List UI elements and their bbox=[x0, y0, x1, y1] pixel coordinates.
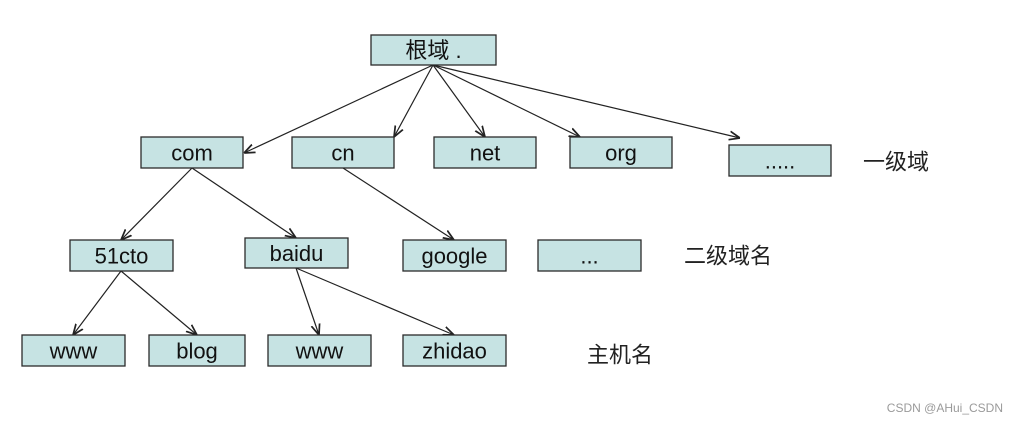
edge-root-to-tld-more bbox=[432, 64, 740, 138]
node-tld-more-label: ..... bbox=[765, 149, 796, 174]
node-baidu: baidu bbox=[244, 237, 349, 269]
edge-com-to-baidu bbox=[191, 167, 296, 238]
node-blog: blog bbox=[148, 334, 246, 367]
node-google-label: google bbox=[421, 244, 487, 269]
edge-com-to-c51cto bbox=[121, 167, 193, 240]
edge-c51cto-to-blog bbox=[120, 270, 197, 335]
nodes-layer: 根域 . com cn net org ..... 51cto baidu bbox=[21, 34, 832, 367]
node-org-label: org bbox=[605, 141, 637, 166]
node-net-label: net bbox=[470, 141, 501, 166]
edge-root-to-net bbox=[432, 64, 485, 137]
edge-c51cto-to-www-51cto bbox=[73, 270, 122, 335]
node-www-51cto-label: www bbox=[49, 339, 98, 364]
node-zhidao-label: zhidao bbox=[422, 339, 487, 364]
watermark: CSDN @AHui_CSDN bbox=[887, 401, 1003, 415]
node-sld-more: ... bbox=[537, 239, 642, 272]
node-net: net bbox=[433, 136, 537, 169]
node-blog-label: blog bbox=[176, 339, 218, 364]
edge-root-to-cn bbox=[394, 64, 434, 137]
node-www-baidu-label: www bbox=[295, 339, 344, 364]
node-root-label: 根域 . bbox=[405, 38, 461, 63]
edge-root-to-com bbox=[244, 64, 434, 153]
top-level-domain-label: 一级域 bbox=[863, 151, 929, 176]
node-baidu-label: baidu bbox=[270, 241, 324, 266]
edge-baidu-to-zhidao bbox=[295, 267, 454, 335]
node-51cto-label: 51cto bbox=[95, 244, 149, 269]
node-51cto: 51cto bbox=[69, 239, 174, 272]
edge-baidu-to-www-baidu bbox=[295, 267, 319, 335]
node-google: google bbox=[402, 239, 507, 272]
node-org: org bbox=[569, 136, 673, 169]
node-com-label: com bbox=[171, 141, 213, 166]
edge-root-to-org bbox=[432, 64, 580, 137]
node-cn-label: cn bbox=[331, 141, 354, 166]
node-www-baidu: www bbox=[267, 334, 372, 367]
node-sld-more-label: ... bbox=[580, 244, 598, 269]
node-tld-more: ..... bbox=[728, 144, 832, 177]
host-name-label: 主机名 bbox=[587, 344, 653, 369]
edge-cn-to-google bbox=[342, 167, 454, 240]
node-zhidao: zhidao bbox=[402, 334, 507, 367]
node-www-51cto: www bbox=[21, 334, 126, 367]
node-cn: cn bbox=[291, 136, 395, 169]
node-root: 根域 . bbox=[370, 34, 497, 66]
second-level-domain-label: 二级域名 bbox=[684, 245, 772, 270]
edges-layer bbox=[73, 64, 740, 335]
node-com: com bbox=[140, 136, 244, 169]
